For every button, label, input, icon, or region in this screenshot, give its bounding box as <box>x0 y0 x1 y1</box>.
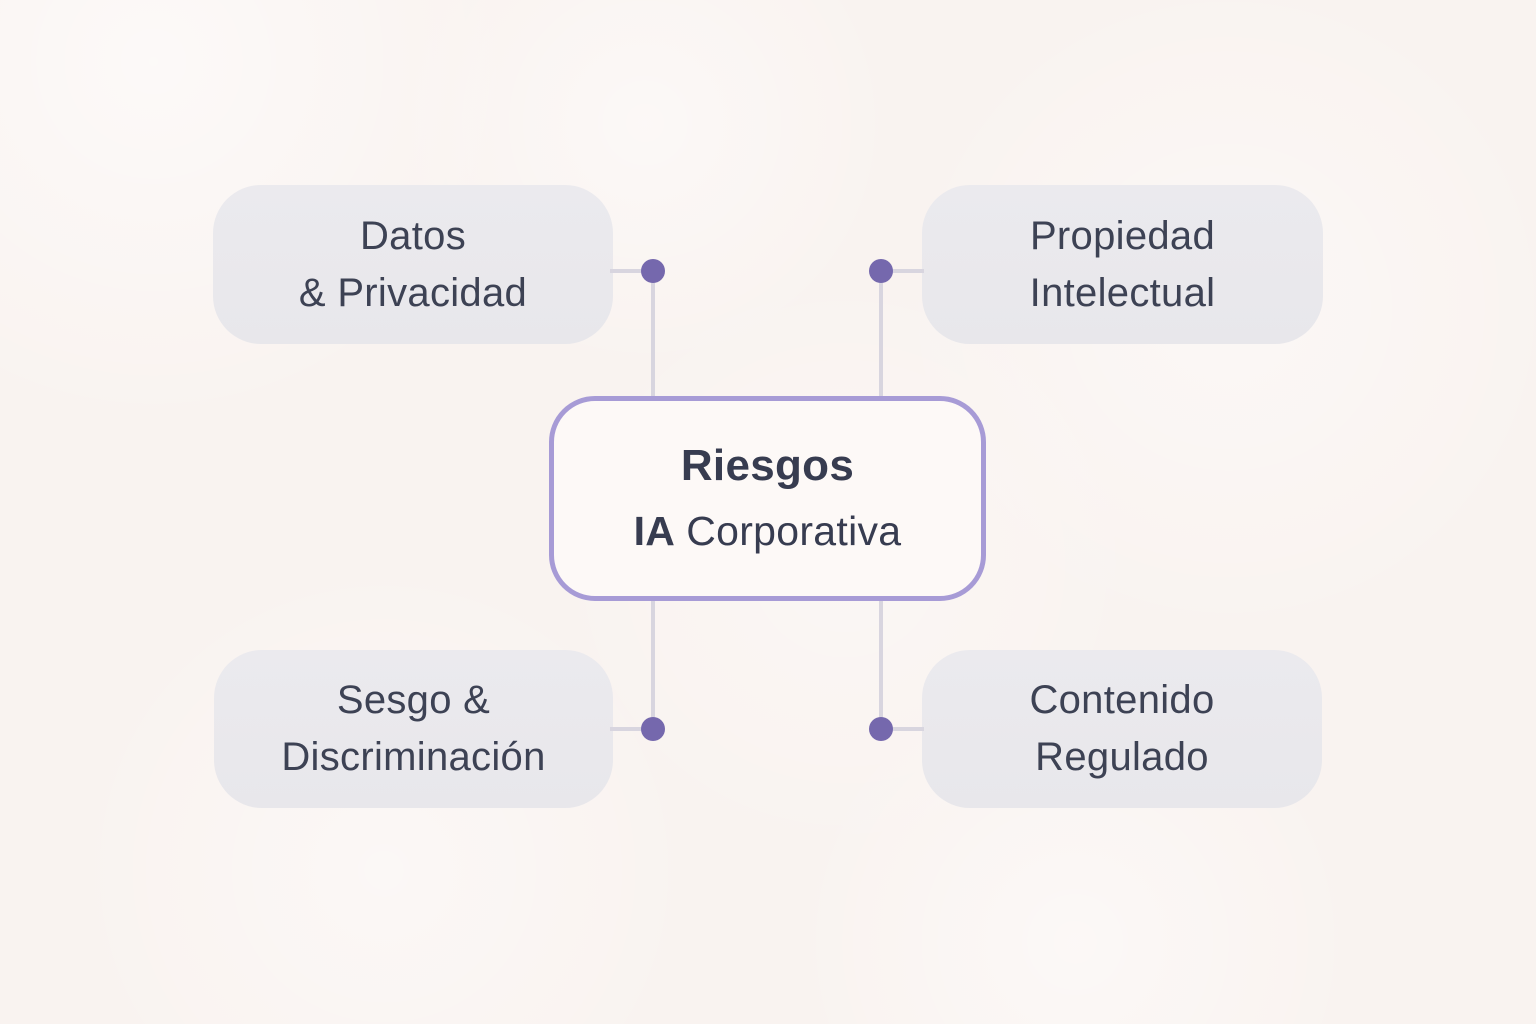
connector-line-top-right-horizontal <box>879 269 924 273</box>
connector-line-top-left-vertical <box>651 271 655 398</box>
connector-dot-bottom-right <box>869 717 893 741</box>
center-title-line1: Riesgos <box>680 440 855 490</box>
node-label-line: Intelectual <box>1029 270 1216 315</box>
connector-line-bottom-left-horizontal <box>610 727 655 731</box>
node-propiedad-intelectual: Propiedad Intelectual <box>922 185 1323 344</box>
node-label-line: Datos <box>360 213 466 258</box>
connector-dot-top-left <box>641 259 665 283</box>
center-title-line2-rest: Corporativa <box>686 507 902 554</box>
connector-line-bottom-right-vertical <box>879 599 883 729</box>
connector-line-bottom-right-horizontal <box>879 727 924 731</box>
node-label-line: & Privacidad <box>298 270 528 315</box>
node-label-line: Discriminación <box>281 735 546 779</box>
connector-dot-top-right <box>869 259 893 283</box>
node-sesgo-discriminacion: Sesgo & Discriminación <box>214 650 613 808</box>
connector-line-top-right-vertical <box>879 271 883 398</box>
connector-line-bottom-left-vertical <box>651 599 655 729</box>
node-contenido-regulado: Contenido Regulado <box>922 650 1322 808</box>
connector-dot-bottom-left <box>641 717 665 741</box>
node-label-line: Propiedad <box>1029 213 1216 258</box>
node-label-line: Regulado <box>1035 735 1209 779</box>
node-datos-privacidad: Datos & Privacidad <box>213 185 613 344</box>
node-label-line: Sesgo & <box>336 678 491 722</box>
node-label-line: Contenido <box>1029 678 1215 722</box>
connector-line-top-left-horizontal <box>610 269 655 273</box>
center-title-line2-bold: IA <box>633 507 676 554</box>
